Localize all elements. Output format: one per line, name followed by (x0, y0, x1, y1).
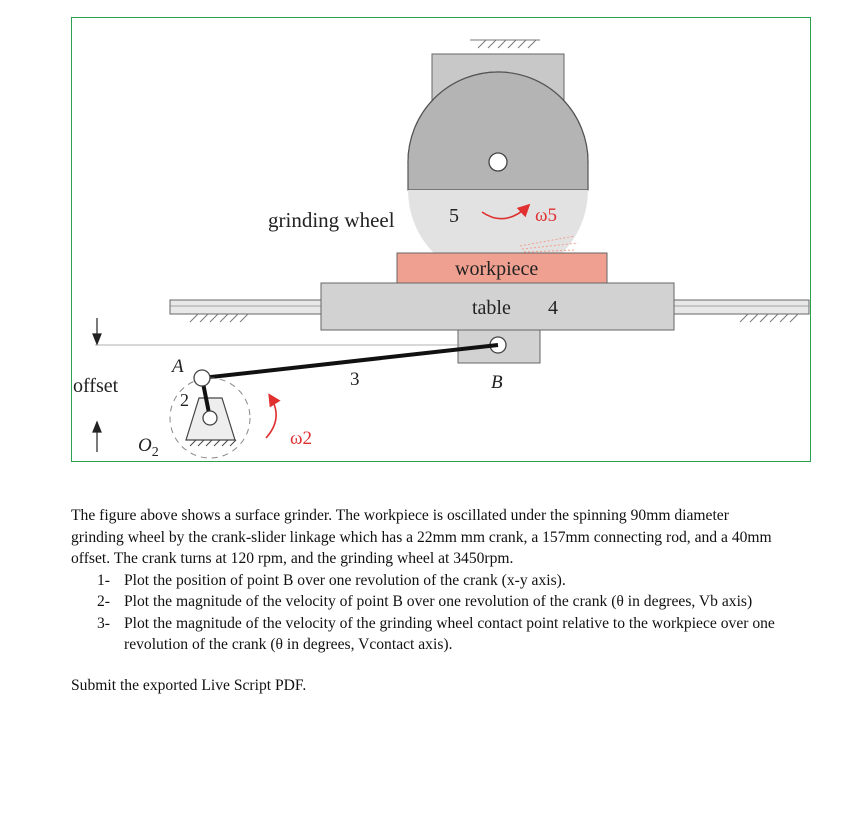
task-text: Plot the magnitude of the velocity of po… (124, 593, 753, 610)
task-list: 1- Plot the position of point B over one… (71, 570, 781, 656)
pin-a (193, 369, 211, 387)
right-rail (669, 299, 810, 315)
task-number: 3- (97, 614, 110, 632)
point-a-label: A (170, 356, 184, 377)
wheel-center-pin (488, 152, 508, 172)
task-item: 2- Plot the magnitude of the velocity of… (97, 591, 781, 613)
connecting-rod (201, 343, 499, 380)
surface-grinder-figure: grinding wheel 5 ω5 workpiece table 4 B (73, 39, 810, 460)
task-item: 3- Plot the magnitude of the velocity of… (97, 613, 781, 656)
point-b-label: B (491, 372, 503, 393)
link-2-label: 2 (180, 390, 189, 410)
o2-label: O2 (138, 435, 159, 460)
task-number: 1- (97, 571, 110, 589)
top-ground-hatch (470, 39, 540, 49)
omega-2-label: ω2 (290, 428, 312, 449)
crank-ground-hatch (186, 439, 237, 447)
table (320, 282, 675, 331)
rail-hatch-left (189, 313, 249, 323)
omega-2-arrow (265, 393, 281, 439)
wheel-number: 5 (449, 205, 459, 227)
rail-hatch-right (739, 313, 799, 323)
figure-frame (71, 17, 811, 462)
intro-paragraph: The figure above shows a surface grinder… (71, 507, 772, 567)
table-number: 4 (548, 297, 558, 319)
omega-5-arrow (481, 203, 531, 220)
sparks (519, 235, 579, 253)
table-label: table (472, 297, 511, 319)
submit-instruction: Submit the exported Live Script PDF. (71, 676, 307, 694)
pin-o2 (202, 410, 218, 426)
offset-label: offset (73, 375, 119, 397)
omega-5-label: ω5 (535, 205, 557, 226)
workpiece-label: workpiece (455, 258, 538, 280)
left-rail (169, 299, 331, 315)
o2-label-letter: O (138, 435, 152, 456)
problem-statement: The figure above shows a surface grinder… (71, 505, 781, 696)
task-text: Plot the position of point B over one re… (124, 571, 566, 589)
task-text: Plot the magnitude of the velocity of th… (124, 614, 775, 654)
link-3-label: 3 (350, 369, 360, 390)
task-item: 1- Plot the position of point B over one… (97, 570, 781, 592)
wheel-guard (407, 71, 589, 191)
task-number: 2- (97, 593, 110, 610)
o2-label-sub: 2 (152, 445, 159, 460)
offset-dimension (92, 318, 102, 452)
grinding-wheel-label: grinding wheel (268, 208, 395, 232)
workpiece (396, 252, 608, 284)
